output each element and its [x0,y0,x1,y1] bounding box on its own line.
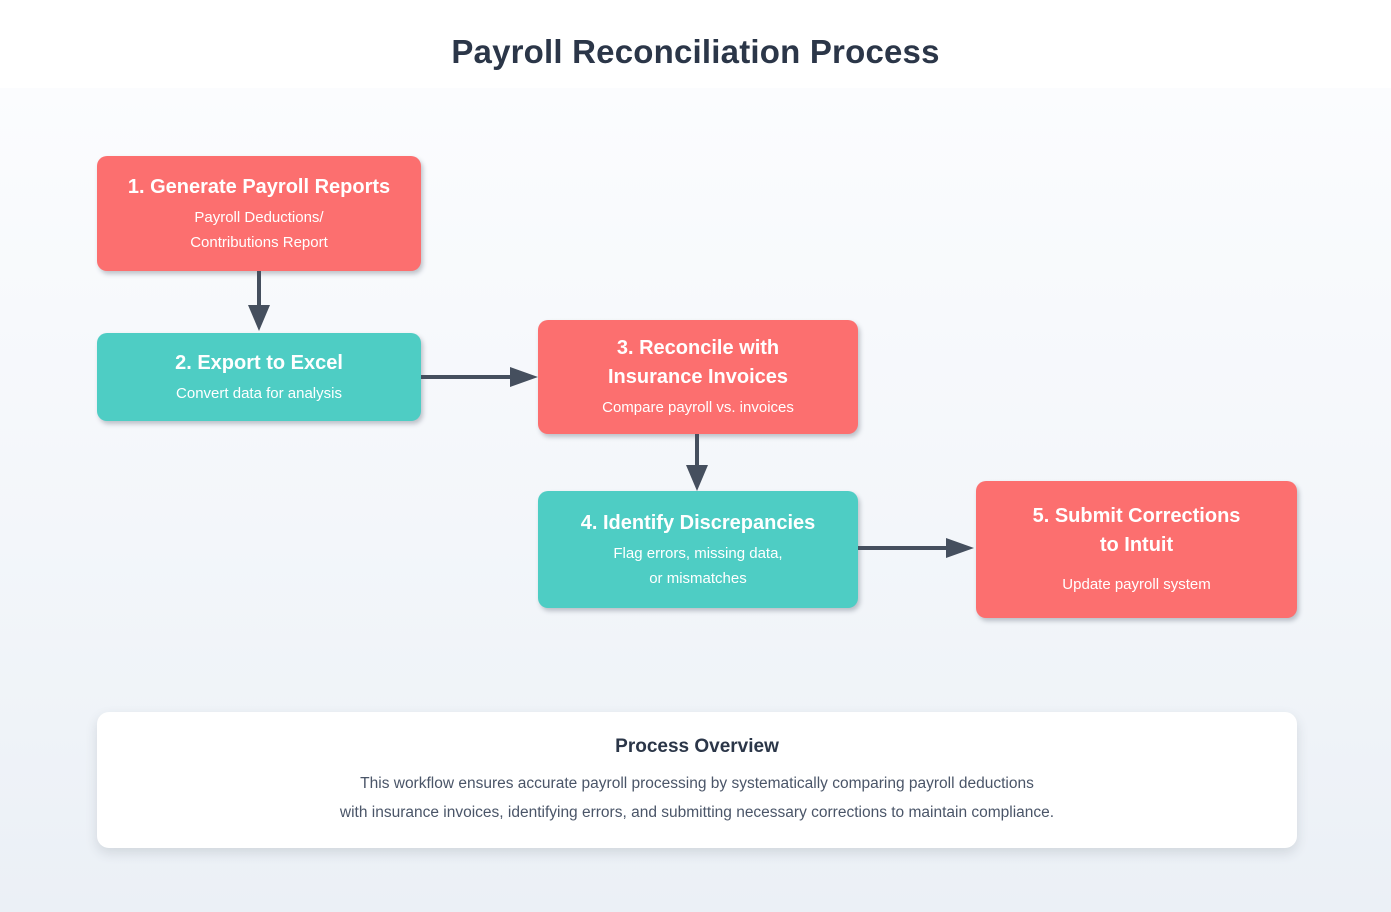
arrow-shaft [257,271,261,307]
process-overview-description-line: with insurance invoices, identifying err… [339,804,1055,821]
process-overview-card: Process Overview This workflow ensures a… [97,712,1297,848]
step-subtext-line: Payroll Deductions/ [194,208,324,226]
arrow-head-down-icon [248,305,270,331]
flowchart-canvas: 1. Generate Payroll Reports Payroll Dedu… [0,88,1391,912]
arrow-head-right-icon [946,538,974,558]
step-heading: 5. Submit Corrections to Intuit [1033,502,1241,560]
process-overview-heading: Process Overview [615,736,779,757]
page-title: Payroll Reconciliation Process [451,33,940,70]
step-heading-line: 1. Generate Payroll Reports [127,175,391,198]
step-heading-line: to Intuit [1099,534,1174,556]
step-subtext-line: Compare payroll vs. invoices [602,399,794,416]
step-heading: 4. Identify Discrepancies [581,509,816,538]
step-heading-line: 5. Submit Corrections [1032,505,1241,527]
step-box-identify-discrepancies: 4. Identify Discrepancies Flag errors, m… [538,491,858,608]
arrow-shaft [695,434,699,466]
step-box-submit-corrections-to-intuit: 5. Submit Corrections to Intuit Update p… [976,481,1297,618]
arrow-shaft [421,375,512,379]
step-subtext-line: Convert data for analysis [176,384,342,402]
step-subtext: Update payroll system [1062,572,1210,597]
process-overview-description-line: This workflow ensures accurate payroll p… [360,775,1034,792]
step-subtext-line: Contributions Report [190,233,328,251]
step-heading: 2. Export to Excel [175,349,343,378]
step-subtext: Payroll Deductions/ Contributions Report [190,205,328,255]
step-box-generate-payroll-reports: 1. Generate Payroll Reports Payroll Dedu… [97,156,421,271]
arrow-head-down-icon [686,465,708,491]
step-heading-line: 2. Export to Excel [175,351,343,374]
arrow-shaft [858,546,948,550]
step-heading-line: Insurance Invoices [607,366,789,388]
step-subtext-line: Update payroll system [1062,576,1211,593]
step-heading-line: 3. Reconcile with [616,337,780,359]
step-heading-line: 4. Identify Discrepancies [580,511,816,534]
step-subtext-line: Flag errors, missing data, [613,544,783,562]
arrow-head-right-icon [510,367,538,387]
step-subtext: Convert data for analysis [176,381,342,406]
step-subtext-line: or mismatches [649,569,747,587]
step-box-reconcile-with-insurance-invoices: 3. Reconcile with Insurance Invoices Com… [538,320,858,434]
step-box-export-to-excel: 2. Export to Excel Convert data for anal… [97,333,421,421]
step-heading: 1. Generate Payroll Reports [128,173,390,202]
step-subtext: Compare payroll vs. invoices [602,395,794,420]
step-heading: 3. Reconcile with Insurance Invoices [608,334,788,392]
step-subtext: Flag errors, missing data, or mismatches [613,541,782,591]
